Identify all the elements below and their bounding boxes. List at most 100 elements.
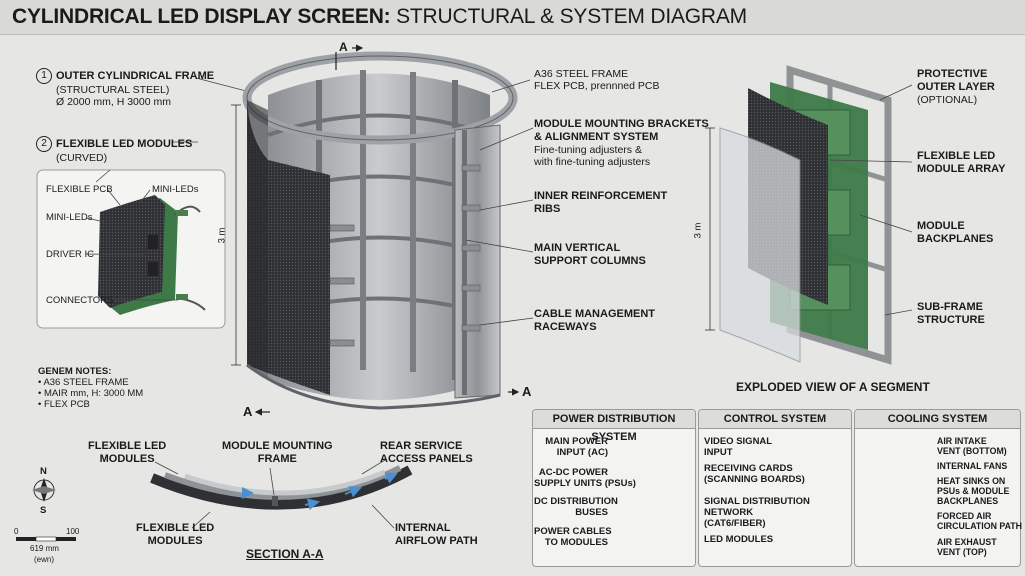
- callout-title: FLEXIBLE LED: [88, 440, 167, 452]
- cylinder-frame-illustration: [231, 51, 518, 410]
- callout-reinforcement-ribs: INNER REINFORCEMENT RIBS: [534, 190, 667, 216]
- label-line: RECEIVING CARDS: [704, 463, 793, 474]
- exploded-caption: EXPLODED VIEW OF A SEGMENT: [736, 380, 930, 394]
- panel-title: COOLING SYSTEM: [855, 410, 1020, 429]
- label-line: AIR INTAKE: [937, 436, 987, 446]
- cooling-fans: INTERNAL FANS: [937, 461, 1008, 471]
- callout-support-columns: MAIN VERTICAL SUPPORT COLUMNS: [534, 242, 646, 268]
- section-marker-top: A: [339, 40, 348, 54]
- cooling-intake: AIR INTAKE VENT (BOTTOM): [937, 436, 1007, 456]
- label-line: HEAT SINKS ON: [937, 476, 1006, 486]
- callout-line: Fine-tuning adjusters &: [534, 144, 642, 156]
- callout-title: MAIN VERTICAL: [534, 242, 621, 254]
- label-mini-leds-left: MINI-LEDs: [46, 212, 93, 223]
- callout-title: MODULE ARRAY: [917, 163, 1006, 175]
- label-line: PSUs & MODULE: [937, 486, 1010, 496]
- title-rest: STRUCTURAL & SYSTEM DIAGRAM: [396, 5, 747, 28]
- label-line: TO MODULES: [544, 537, 608, 548]
- page-title: CYLINDRICAL LED DISPLAY SCREEN: STRUCTUR…: [12, 5, 747, 29]
- callout-flexible-modules: 2 FLEXIBLE LED MODULES (CURVED): [36, 136, 192, 164]
- section-label-mounting-frame: MODULE MOUNTING FRAME: [222, 440, 333, 466]
- label-line: AIR EXHAUST: [937, 537, 997, 547]
- section-label-flex-bottom: FLEXIBLE LED MODULES: [136, 522, 214, 548]
- label-line: (SCANNING BOARDS): [704, 474, 805, 485]
- callout-title: FLEXIBLE LED: [917, 150, 996, 162]
- callout-line: (OPTIONAL): [917, 94, 978, 106]
- scale-hundred: 100: [66, 527, 80, 536]
- callout-title: REAR SERVICE: [380, 440, 463, 452]
- header-bar: [0, 0, 1025, 35]
- label-line: DC DISTRIBUTION: [534, 496, 618, 507]
- label-line: FORCED AIR: [937, 511, 992, 521]
- callout-title: AIRFLOW PATH: [395, 535, 478, 547]
- cooling-system-panel: COOLING SYSTEM: [854, 409, 1021, 567]
- label-line: MAIN POWER: [545, 436, 608, 447]
- callout-title: RACEWAYS: [534, 321, 597, 333]
- callout-title: SUB-FRAME: [917, 301, 983, 313]
- callout-title: BACKPLANES: [917, 233, 994, 245]
- segment-height-dimension: 3 m: [692, 222, 704, 239]
- label-line: (CAT6/FIBER): [704, 518, 766, 529]
- panel-title: POWER DISTRIBUTION SYSTEM: [533, 410, 695, 443]
- callout-cable-raceways: CABLE MANAGEMENT RACEWAYS: [534, 308, 655, 334]
- label-line: AC-DC POWER: [538, 467, 608, 478]
- callout-sub: (CURVED): [56, 152, 108, 164]
- control-video-input: VIDEO SIGNAL INPUT: [704, 436, 772, 458]
- label-line: CIRCULATION PATH: [937, 521, 1023, 531]
- power-psu: AC-DC POWER SUPPLY UNITS (PSUs): [534, 467, 636, 489]
- callout-protective-layer: PROTECTIVE OUTER LAYER (OPTIONAL): [917, 68, 995, 106]
- compass-south: S: [40, 505, 47, 516]
- callout-title: OUTER CYLINDRICAL FRAME: [56, 69, 215, 82]
- callout-title: FLEXIBLE LED MODULES: [56, 137, 193, 150]
- cooling-exhaust: AIR EXHAUST VENT (TOP): [937, 537, 997, 557]
- control-signal-network: SIGNAL DISTRIBUTION NETWORK (CAT6/FIBER): [704, 496, 810, 529]
- cooling-forced-air: FORCED AIR CIRCULATION PATH: [937, 511, 1022, 531]
- callout-title: INTERNAL: [395, 522, 451, 534]
- label-line: VENT (TOP): [937, 547, 987, 557]
- callout-title: SUPPORT COLUMNS: [534, 255, 646, 267]
- panel-title: CONTROL SYSTEM: [699, 410, 851, 429]
- label-mini-leds-top: MINI-LEDs: [152, 184, 199, 195]
- callout-title: ACCESS PANELS: [380, 453, 473, 465]
- callout-mounting-brackets: MODULE MOUNTING BRACKETS & ALIGNMENT SYS…: [534, 118, 709, 168]
- general-notes: GENEM NOTES: • A36 STEEL FRAME • MAIR mm…: [38, 366, 143, 410]
- label-line: SIGNAL DISTRIBUTION: [704, 496, 810, 507]
- control-receiving-cards: RECEIVING CARDS (SCANNING BOARDS): [704, 463, 805, 485]
- power-main-input: MAIN POWER INPUT (AC): [538, 436, 608, 458]
- label-driver-ic: DRIVER IC: [46, 249, 95, 260]
- section-marker-right: A: [522, 384, 532, 399]
- callout-title: FLEXIBLE LED: [136, 522, 215, 534]
- callout-module-array: FLEXIBLE LED MODULE ARRAY: [917, 150, 1005, 176]
- label-line: POWER CABLES: [534, 526, 612, 537]
- callout-title: MODULES: [147, 535, 203, 547]
- note-item: • FLEX PCB: [38, 399, 90, 410]
- callout-title: MODULES: [99, 453, 155, 465]
- callout-title: PROTECTIVE: [917, 68, 988, 80]
- callout-number: 2: [36, 136, 52, 152]
- power-buses: DC DISTRIBUTION BUSES: [534, 496, 618, 518]
- label-line: BACKPLANES: [937, 496, 999, 506]
- title-bold: CYLINDRICAL LED DISPLAY SCREEN:: [12, 5, 391, 28]
- notes-heading: GENEM NOTES:: [38, 366, 112, 377]
- compass-rose: [32, 478, 56, 502]
- label-connectors: CONNECTORS: [46, 295, 114, 306]
- callout-title: OUTER LAYER: [917, 81, 995, 93]
- label-line: VENT (BOTTOM): [937, 446, 1007, 456]
- section-caption: SECTION A-A: [246, 547, 324, 561]
- label-line: VIDEO SIGNAL: [704, 436, 773, 447]
- callout-title: FRAME: [257, 453, 297, 465]
- label-line: BUSES: [575, 507, 608, 518]
- callout-backplanes: MODULE BACKPLANES: [917, 220, 993, 246]
- section-marker-left: A: [243, 404, 253, 419]
- callout-subframe: SUB-FRAME STRUCTURE: [917, 301, 985, 327]
- section-label-airflow: INTERNAL AIRFLOW PATH: [395, 522, 478, 548]
- section-aa-illustration: [150, 465, 413, 511]
- callout-title: CABLE MANAGEMENT: [534, 308, 655, 320]
- callout-title: RIBS: [534, 203, 561, 215]
- cooling-heat-sinks: HEAT SINKS ON PSUs & MODULE BACKPLANES: [937, 476, 1009, 506]
- label-line: INPUT (AC): [556, 447, 608, 458]
- control-system-panel: CONTROL SYSTEM: [698, 409, 852, 567]
- power-distribution-panel: POWER DISTRIBUTION SYSTEM: [532, 409, 696, 567]
- control-led-modules: LED MODULES: [704, 534, 774, 545]
